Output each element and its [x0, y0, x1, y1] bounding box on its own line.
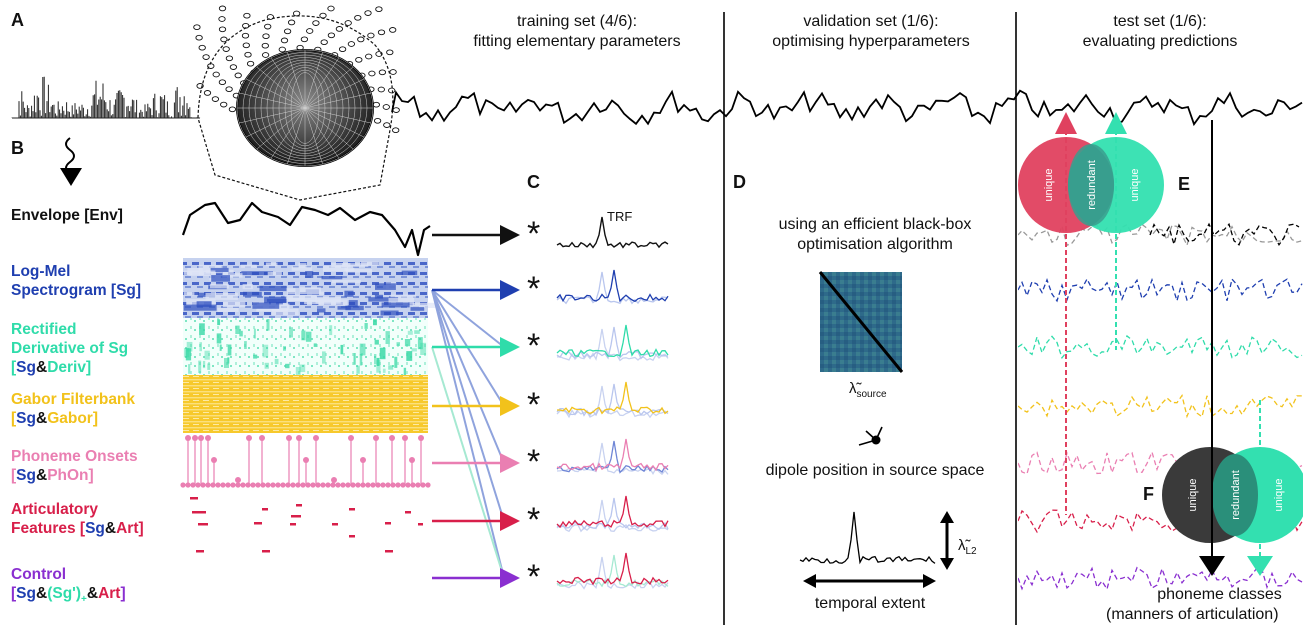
- lambda-source-label: λ̃source: [849, 380, 887, 400]
- d-algo-line2: optimisation algorithm: [797, 236, 953, 253]
- teal-up-arrow: [1105, 112, 1127, 134]
- lambda-l2-symbol: λ̃: [958, 537, 966, 554]
- panel-letter-e: E: [1178, 174, 1191, 194]
- convolution-symbol-4: *: [527, 443, 541, 481]
- temporal-extent-text: temporal extent: [814, 595, 926, 612]
- trf-traces: [556, 216, 669, 590]
- squiggle-arrow: [60, 137, 82, 186]
- header-test: test set (1/6): evaluating predictions: [1020, 12, 1300, 52]
- envelope-trace: [181, 201, 431, 257]
- derivative-blobs: [184, 319, 427, 380]
- feature-label-env: Envelope [Env]: [11, 207, 123, 224]
- header-test-line2: evaluating predictions: [1082, 33, 1238, 50]
- lambda-source-symbol: λ̃: [849, 380, 857, 397]
- lambda-l2-sub: L2: [965, 546, 977, 557]
- header-training-line2: fitting elementary parameters: [473, 33, 681, 50]
- articulatory-feature-marks: [190, 497, 423, 553]
- venn-e-unique-left: unique: [1043, 168, 1055, 201]
- venn-f-unique-right: unique: [1273, 478, 1285, 511]
- convolution-symbol-3: *: [527, 386, 541, 424]
- dipole-text: dipole position in source space: [765, 462, 985, 479]
- teal-down-arrow: [1247, 556, 1273, 576]
- venn-e-redundant: redundant: [1086, 160, 1098, 210]
- phoneme-line2: (manners of articulation): [1106, 606, 1279, 623]
- phoneme-classes-text: phoneme classes (manners of articulation…: [1106, 585, 1303, 625]
- d-algo-text: using an efficient black-box optimisatio…: [735, 215, 1015, 255]
- convolution-symbol-5: *: [527, 501, 541, 539]
- panel-letter-d: D: [733, 172, 746, 192]
- header-validation: validation set (1/6): optimising hyperpa…: [727, 12, 1015, 52]
- gabor-image: [183, 375, 428, 433]
- convolution-symbol-0: *: [527, 215, 541, 253]
- feature-label-ctrl: Control[Sg&(Sg')+&Art]: [11, 566, 126, 606]
- convolution-symbol-1: *: [527, 270, 541, 308]
- venn-f-redundant: redundant: [1230, 470, 1242, 520]
- feature-label-phon: Phoneme Onsets[Sg&PhOn]: [11, 448, 138, 484]
- convolution-symbol-2: *: [527, 327, 541, 365]
- l2-range-arrow: [940, 511, 954, 570]
- eeg-signal: [391, 89, 1303, 127]
- temporal-extent-arrow: [803, 574, 936, 588]
- d-algo-line1: using an efficient black-box: [778, 216, 972, 233]
- header-validation-line2: optimising hyperparameters: [772, 33, 970, 50]
- dipole-icon: [858, 426, 883, 446]
- predicted-dashed-traces: [1018, 222, 1303, 591]
- derivative-image: [183, 318, 428, 375]
- panel-letter-c: C: [527, 172, 540, 192]
- panel-letter-b: B: [11, 138, 24, 158]
- phoneme-onset-stems: [180, 435, 431, 488]
- trf-label: TRF: [607, 209, 633, 224]
- lambda-l2-label: λ̃L2: [958, 537, 977, 557]
- lambda-source-sub: source: [856, 389, 887, 400]
- header-training-line1: training set (4/6):: [516, 13, 638, 30]
- phoneme-line1: phoneme classes: [1157, 586, 1282, 603]
- audio-waveform: [11, 76, 201, 119]
- panel-letter-f: F: [1143, 484, 1154, 504]
- red-up-arrow: [1055, 112, 1077, 134]
- panel-letter-a: A: [11, 10, 24, 30]
- feature-label-gabor: Gabor Filterbank[Sg&Gabor]: [11, 391, 136, 427]
- venn-f-unique-left: unique: [1187, 478, 1199, 511]
- temporal-trf-trace: [799, 511, 936, 565]
- black-down-arrow: [1199, 556, 1225, 576]
- header-training: training set (4/6): fitting elementary p…: [432, 12, 722, 52]
- header-validation-line1: validation set (1/6):: [803, 13, 939, 30]
- connector-arrows: [431, 225, 520, 588]
- spectrogram-blobs: [183, 261, 437, 316]
- head-model-image: [193, 5, 400, 201]
- venn-e-unique-right: unique: [1129, 168, 1141, 201]
- convolution-symbol-6: *: [527, 558, 541, 596]
- hyperparameter-matrix: [818, 271, 904, 373]
- header-test-line1: test set (1/6):: [1113, 13, 1207, 30]
